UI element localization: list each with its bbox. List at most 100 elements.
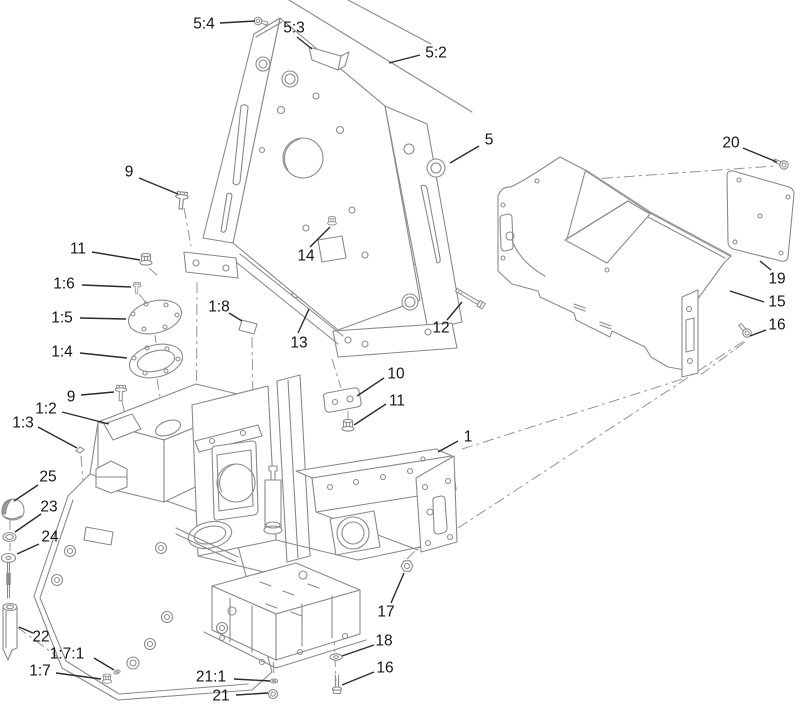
side-panel-parts — [497, 156, 795, 378]
leader-line — [16, 543, 40, 555]
hardware-washer-icon — [329, 653, 343, 661]
leader-line — [390, 572, 405, 604]
gasket-1-4 — [128, 343, 184, 379]
callout-1-4: 1:4 — [51, 344, 128, 361]
callout-label: 5 — [485, 132, 494, 149]
callout-16: 16 — [341, 660, 394, 686]
callout-5-2: 5:2 — [388, 45, 447, 64]
callout-19: 19 — [759, 260, 786, 288]
leader-line — [341, 644, 375, 657]
cover-plate-1-5 — [127, 299, 183, 335]
callout-1: 1 — [437, 429, 473, 453]
callout-label: 20 — [722, 135, 740, 152]
leader-line — [742, 147, 778, 163]
callout-1-8: 1:8 — [208, 299, 243, 322]
hardware-nut-flange-icon — [327, 216, 337, 226]
leader-line — [80, 391, 115, 396]
callout-label: 22 — [32, 629, 49, 646]
callout-label: 1:8 — [208, 299, 230, 316]
callout-16: 16 — [749, 317, 786, 337]
callout-1-6: 1:6 — [53, 276, 132, 293]
callout-15: 15 — [729, 290, 786, 311]
hardware-bolt-hex-icon — [175, 190, 189, 210]
callout-1-2: 1:2 — [35, 401, 110, 425]
hardware-tag-diamond-icon — [75, 446, 85, 454]
callout-label: 5:4 — [193, 16, 215, 33]
callout-label: 9 — [125, 164, 134, 181]
callout-5-4: 5:4 — [193, 16, 256, 33]
hardware-screw-pan-icon — [772, 158, 789, 170]
leader-line — [729, 290, 765, 303]
callout-label: 5:2 — [425, 45, 447, 62]
leader-line — [18, 626, 34, 634]
leader-line — [759, 260, 772, 271]
leader-line — [749, 329, 767, 337]
callout-1-7: 1:7 — [29, 663, 102, 680]
callout-11: 11 — [353, 393, 405, 426]
callout-label: 17 — [377, 604, 394, 621]
callout-21-1: 21:1 — [196, 669, 271, 686]
callout-label: 15 — [768, 294, 785, 311]
callout-label: 19 — [768, 271, 785, 288]
callout-17: 17 — [377, 572, 405, 621]
callout-label: 16 — [376, 660, 393, 677]
callout-label: 10 — [387, 366, 405, 383]
callout-label: 1 — [464, 429, 473, 446]
leader-line — [79, 352, 128, 359]
bracket-plate-10 — [322, 387, 362, 413]
leader-line — [437, 440, 459, 453]
callout-label: 14 — [297, 248, 315, 265]
washer-rod-part-24 — [0, 552, 17, 599]
decal-part-1-2 — [103, 413, 142, 441]
callout-label: 12 — [432, 320, 449, 337]
callout-label: 18 — [375, 633, 392, 650]
leader-line — [81, 284, 132, 288]
leader-line — [138, 177, 179, 195]
hardware-nut-flange-icon — [341, 419, 355, 432]
callout-14: 14 — [297, 226, 331, 265]
leader-line — [91, 251, 141, 261]
hardware-bolt-hex-icon — [132, 281, 142, 294]
callout-20: 20 — [722, 135, 778, 163]
callout-label: 16 — [768, 317, 785, 334]
control-tower-part-5 — [183, 0, 473, 358]
leader-line — [356, 377, 385, 397]
leader-line — [449, 145, 480, 164]
plate-part-19 — [726, 170, 795, 262]
leader-line — [55, 672, 102, 680]
callout-18: 18 — [341, 633, 393, 657]
leader-line — [388, 54, 421, 64]
leader-line — [14, 513, 42, 533]
callout-label: 13 — [290, 335, 307, 352]
callout-21: 21 — [212, 688, 269, 705]
leader-line — [235, 692, 269, 696]
callout-label: 1:2 — [35, 401, 57, 418]
dipstick-assembly — [0, 498, 25, 661]
hardware-bolt-hex-icon — [114, 384, 128, 402]
callout-23: 23 — [14, 499, 58, 533]
callout-label: 21:1 — [196, 669, 226, 686]
callout-label: 5:3 — [283, 20, 305, 37]
callout-25: 25 — [13, 469, 57, 502]
leader-line — [228, 312, 243, 322]
callout-1-5: 1:5 — [51, 310, 127, 327]
hardware-washer-sm-icon — [113, 669, 121, 675]
callout-label: 1:7:1 — [50, 646, 84, 663]
callout-1-3: 1:3 — [12, 415, 78, 449]
callout-label: 1:7 — [29, 663, 51, 680]
leader-line — [309, 226, 331, 248]
hardware-screw-head-icon — [267, 688, 279, 700]
o-ring-part-23 — [2, 531, 17, 543]
leader-line — [233, 678, 271, 682]
callout-label: 1:3 — [12, 415, 34, 432]
leader-line — [446, 301, 463, 321]
callout-label: 23 — [40, 499, 57, 516]
callout-5-3: 5:3 — [283, 20, 313, 50]
callout-9: 9 — [67, 389, 115, 406]
tube-part-22 — [2, 602, 18, 661]
tag-part-1-8 — [238, 319, 258, 335]
callout-22: 22 — [18, 626, 50, 646]
